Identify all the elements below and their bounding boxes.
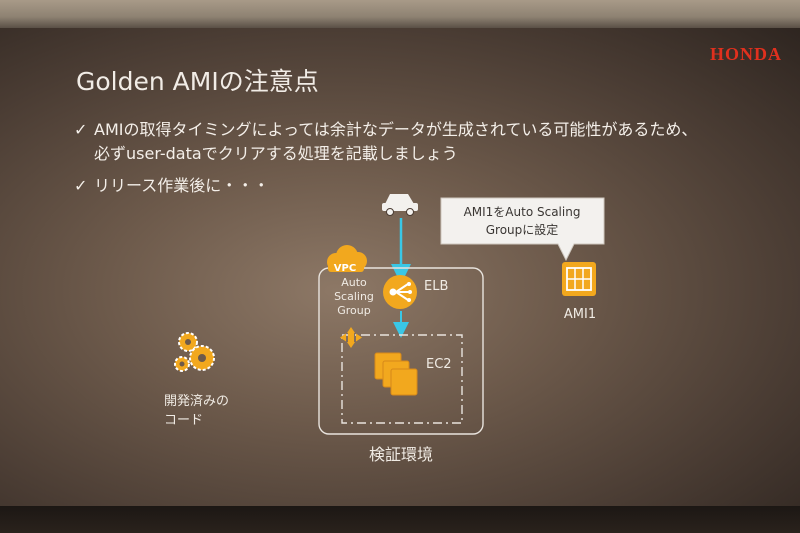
asg-label-line: Auto	[341, 276, 367, 289]
presentation-slide: HONDA Golden AMIの注意点 ✓ AMIの取得タイミングによっては余…	[0, 28, 800, 506]
ami-label: AMI1	[564, 307, 596, 322]
environment-box	[318, 267, 484, 435]
bullet-text-line: リリース作業後に・・・	[94, 176, 270, 195]
car-icon	[382, 194, 418, 216]
callout-text-line: AMI1をAuto Scaling	[464, 205, 581, 219]
asg-label-line: Scaling	[334, 290, 374, 303]
environment-label: 検証環境	[369, 445, 433, 464]
bullet-text-line: AMIの取得タイミングによっては余計なデータが生成されている可能性があるため、	[94, 120, 698, 139]
room-ceiling	[0, 0, 800, 28]
elb-icon	[383, 275, 417, 309]
gears-icon	[174, 332, 215, 372]
asg-arrows-icon	[340, 327, 362, 348]
bullet-list: ✓ AMIの取得タイミングによっては余計なデータが生成されている可能性があるため…	[74, 118, 697, 198]
ami-grid-icon	[562, 262, 596, 296]
bullet-text-line: 必ずuser-dataでクリアする処理を記載しましょう	[94, 144, 458, 163]
brand-logo: HONDA	[710, 44, 782, 64]
callout-text-line: Groupに設定	[486, 222, 559, 237]
callout-bubble: AMI1をAuto Scaling Groupに設定	[440, 197, 605, 262]
elb-label: ELB	[424, 279, 448, 294]
ec2-label: EC2	[426, 357, 452, 372]
asg-label-line: Group	[337, 304, 371, 317]
code-label-line: 開発済みの	[164, 393, 229, 409]
room-floor	[0, 506, 800, 533]
code-label-line: コード	[164, 413, 203, 428]
ec2-instances-icon	[374, 352, 418, 396]
autoscaling-group-box	[341, 334, 463, 424]
cloud-icon: VPC	[327, 245, 367, 274]
vpc-badge-label: VPC	[334, 263, 356, 274]
architecture-diagram: AMI1をAuto Scaling Groupに設定 VPC Auto Scal…	[164, 194, 605, 464]
checkmark-icon: ✓	[74, 176, 88, 195]
bullet-item: ✓ リリース作業後に・・・	[74, 174, 697, 198]
checkmark-icon: ✓	[74, 120, 88, 139]
bullet-item: ✓ AMIの取得タイミングによっては余計なデータが生成されている可能性があるため…	[74, 118, 697, 166]
slide-title: Golden AMIの注意点	[76, 67, 319, 96]
